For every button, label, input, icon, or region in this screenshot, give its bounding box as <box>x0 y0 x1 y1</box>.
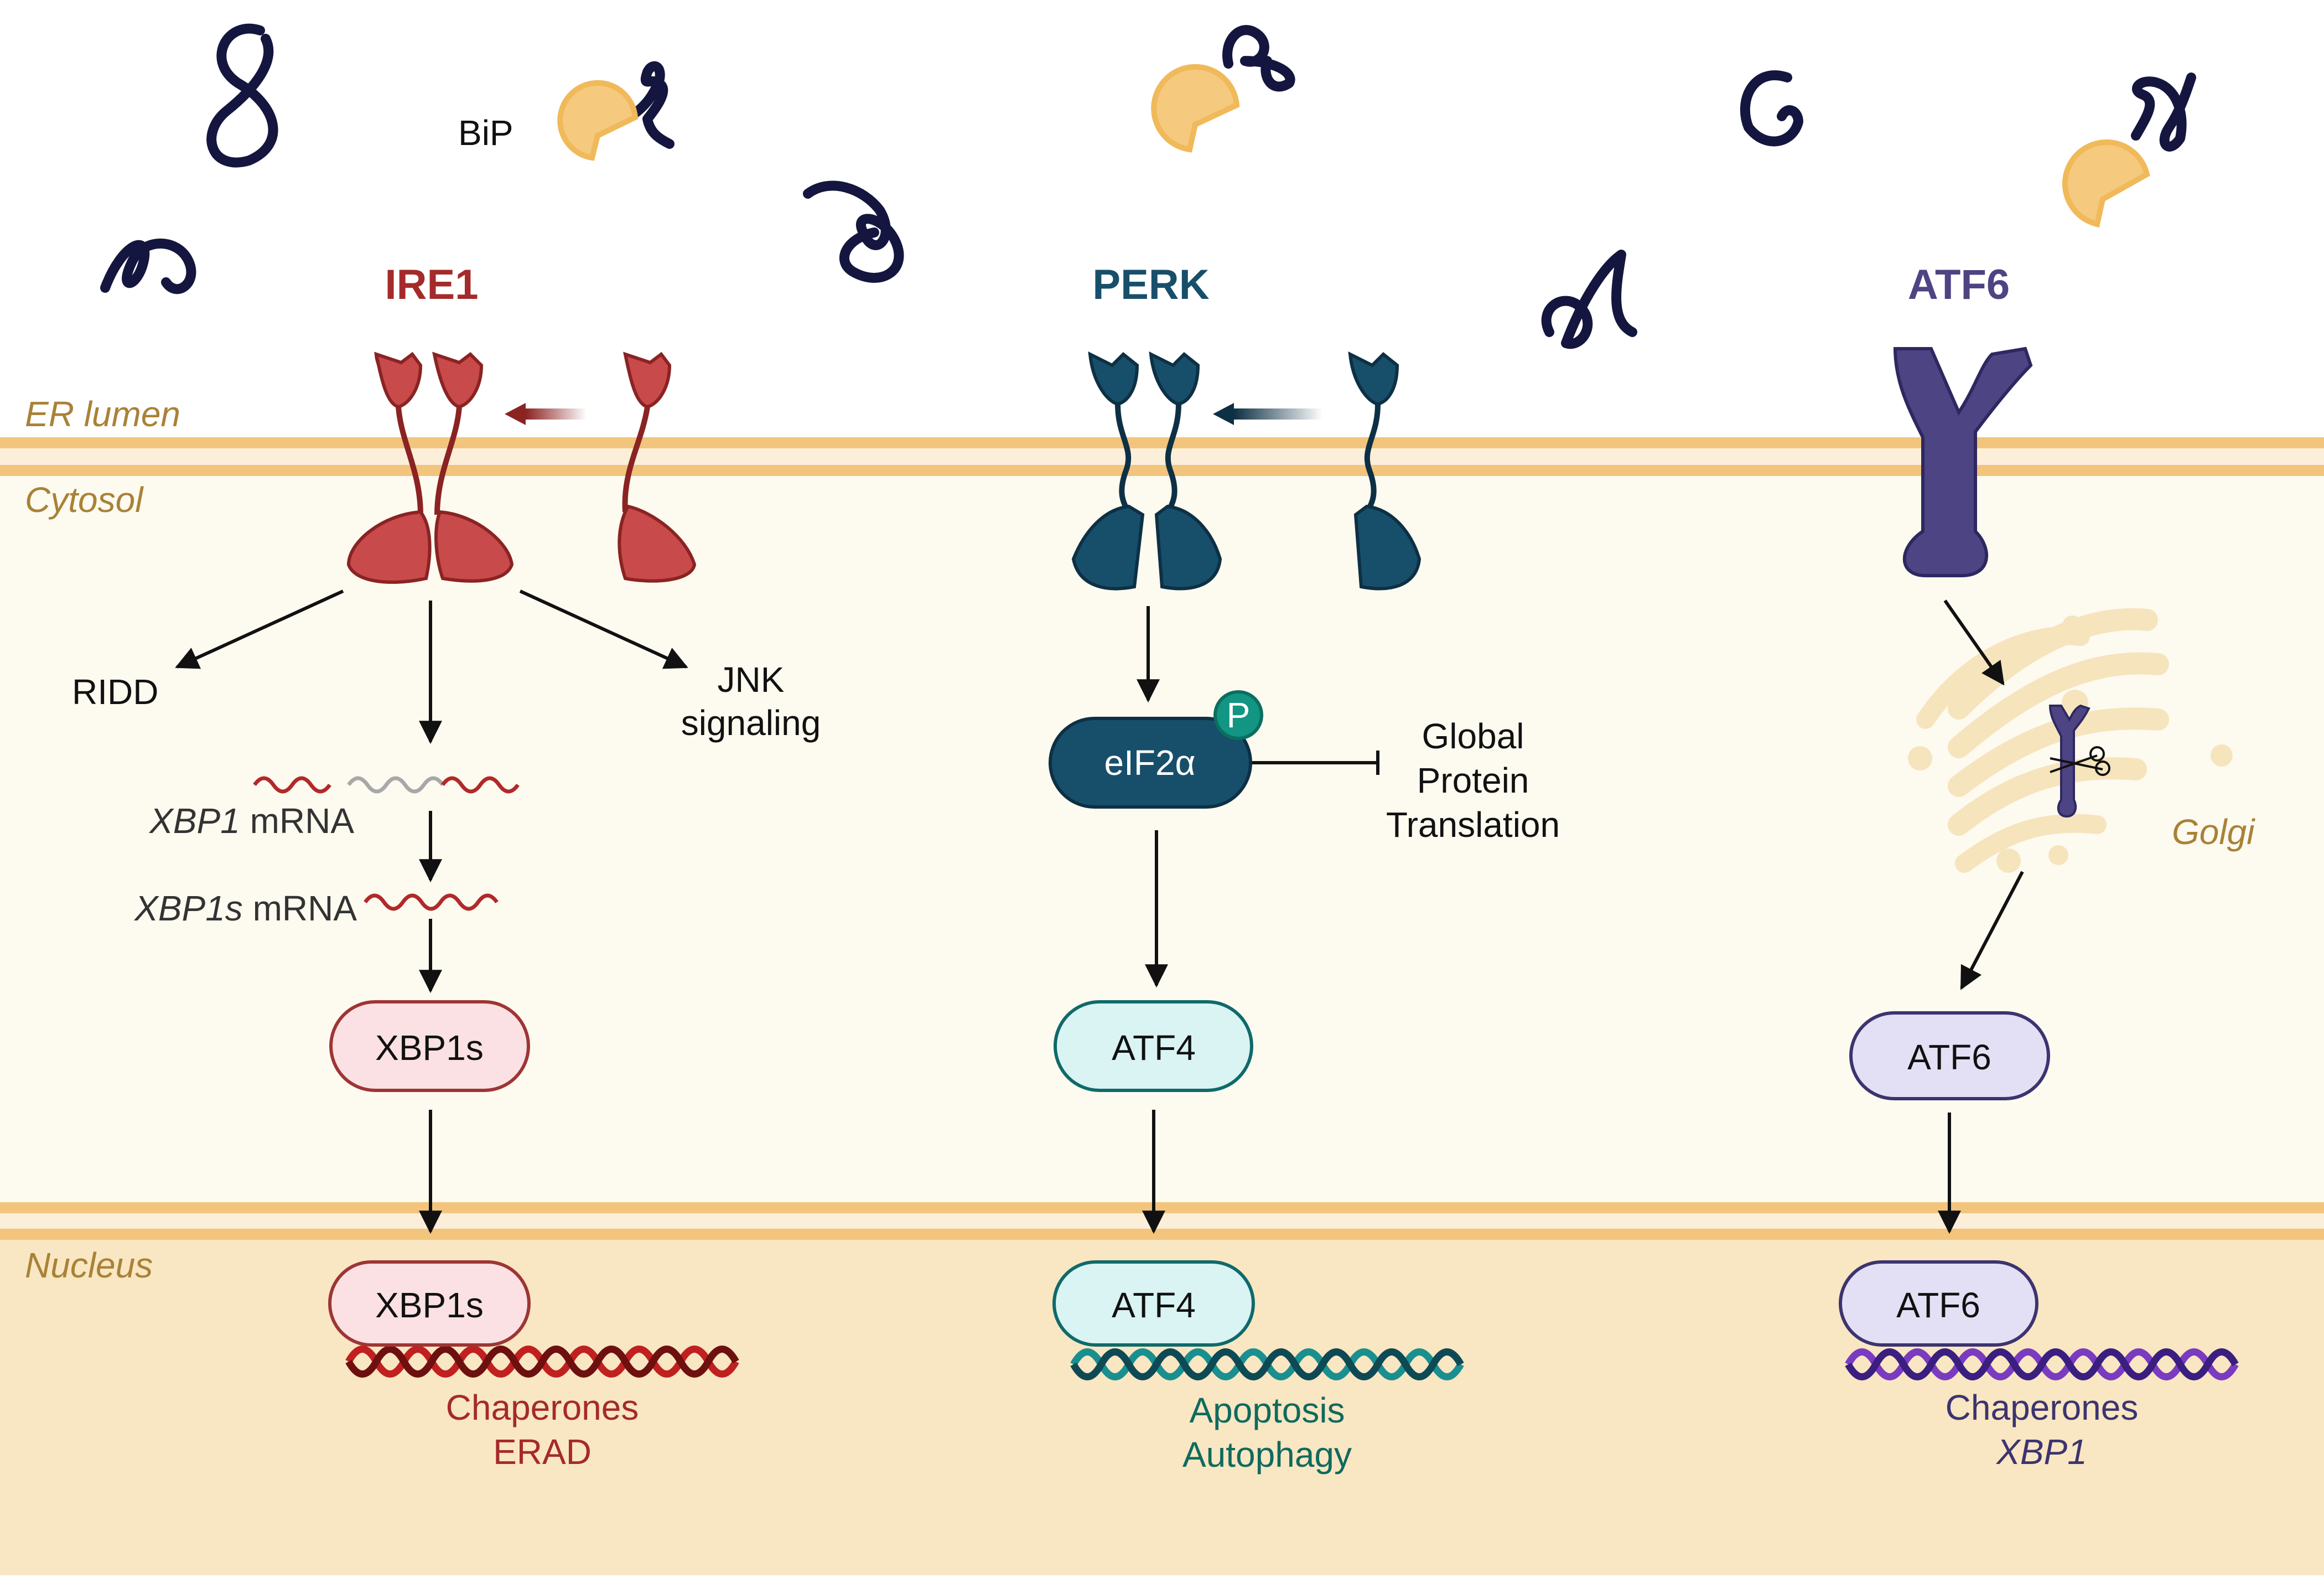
xbp1s-cytosol-label: XBP1s <box>375 1028 484 1068</box>
xbp1s-cytosol-pill <box>329 1000 530 1092</box>
ire1-outcome-line2: ERAD <box>493 1432 592 1472</box>
xbp1s-mrna-label: XBP1s mRNA <box>133 888 357 928</box>
nuclear-envelope <box>0 1202 2324 1240</box>
perk-outcome-line1: Apoptosis <box>1189 1390 1345 1430</box>
golgi-vesicles <box>1908 615 2233 873</box>
eif2a-label: eIF2α <box>1104 743 1195 783</box>
ire1-dimer <box>346 351 514 584</box>
xbp1s-nucleus-pill <box>328 1260 531 1347</box>
jnk-label-line2: signaling <box>681 703 821 743</box>
bip-protein <box>557 80 639 161</box>
ire1-outcome-line1: Chaperones <box>446 1388 639 1427</box>
atf6-protein <box>1893 346 2033 577</box>
atf6-golgi-protein <box>2048 704 2090 818</box>
unfolded-protein <box>803 180 904 283</box>
phosphate-badge <box>1213 690 1263 740</box>
unfolded-protein <box>1222 25 1295 92</box>
xbp1-mrna-label: XBP1 mRNA <box>148 801 354 841</box>
ire1-dna <box>345 1346 739 1378</box>
perk-dna <box>1070 1348 1464 1380</box>
atf6-cytosol-label: ATF6 <box>1907 1037 1991 1077</box>
translation-inhibition <box>1251 751 1379 775</box>
xbp1s-nucleus-label: XBP1s <box>375 1285 484 1325</box>
atf4-nucleus-pill <box>1052 1260 1255 1347</box>
unfolded-proteins <box>100 23 2196 349</box>
ire1-dimerization-arrow <box>505 403 587 425</box>
unfolded-protein <box>626 61 675 149</box>
perk-monomer <box>1348 351 1422 591</box>
nucleus-label: Nucleus <box>25 1245 153 1285</box>
atf6-nucleus-label: ATF6 <box>1896 1285 1980 1325</box>
translation-line1: Global <box>1422 716 1524 756</box>
xbp1-mrna <box>253 776 520 794</box>
translation-line3: Translation <box>1386 805 1560 845</box>
atf4-cytosol-pill <box>1054 1000 1253 1092</box>
atf6-cytosol-pill <box>1849 1011 2050 1100</box>
scissors-icon <box>2050 746 2110 776</box>
phosphate-label: P <box>1227 695 1251 735</box>
atf6-outcome-line1: Chaperones <box>1946 1388 2139 1427</box>
unfolded-protein <box>1541 250 1637 349</box>
translation-line2: Protein <box>1417 760 1529 800</box>
xbp1s-mrna <box>364 893 499 911</box>
ire1-title: IRE1 <box>385 261 479 308</box>
er-lumen-label: ER lumen <box>25 394 180 434</box>
ridd-label: RIDD <box>72 672 158 712</box>
bip-label: BiP <box>458 113 513 153</box>
atf6-nucleus-pill <box>1839 1260 2038 1347</box>
jnk-label-line1: JNK <box>718 660 785 700</box>
perk-outcome-line2: Autophagy <box>1182 1435 1352 1474</box>
unfolded-protein <box>206 23 278 168</box>
ire1-monomer <box>618 351 697 583</box>
atf6-dna <box>1845 1348 2239 1380</box>
perk-dimerization-arrow <box>1213 403 1322 425</box>
atf6-title: ATF6 <box>1908 261 2010 308</box>
perk-arrows <box>1137 606 1168 1234</box>
cytosol-label: Cytosol <box>25 480 144 520</box>
bip-protein <box>1151 64 1240 153</box>
unfolded-protein <box>2131 73 2196 152</box>
perk-title: PERK <box>1092 261 1209 308</box>
atf4-cytosol-label: ATF4 <box>1112 1028 1196 1068</box>
unfolded-protein <box>100 239 196 294</box>
unfolded-protein <box>1740 70 1803 147</box>
eif2a-pill <box>1049 717 1252 809</box>
bip-protein <box>2062 139 2150 228</box>
ire1-arrows <box>175 589 688 1234</box>
atf4-nucleus-label: ATF4 <box>1112 1285 1196 1325</box>
golgi-label: Golgi <box>2172 812 2255 852</box>
perk-dimer <box>1071 351 1222 591</box>
atf6-outcome-line2: XBP1 <box>1995 1432 2087 1472</box>
atf6-arrows <box>1938 599 2024 1234</box>
